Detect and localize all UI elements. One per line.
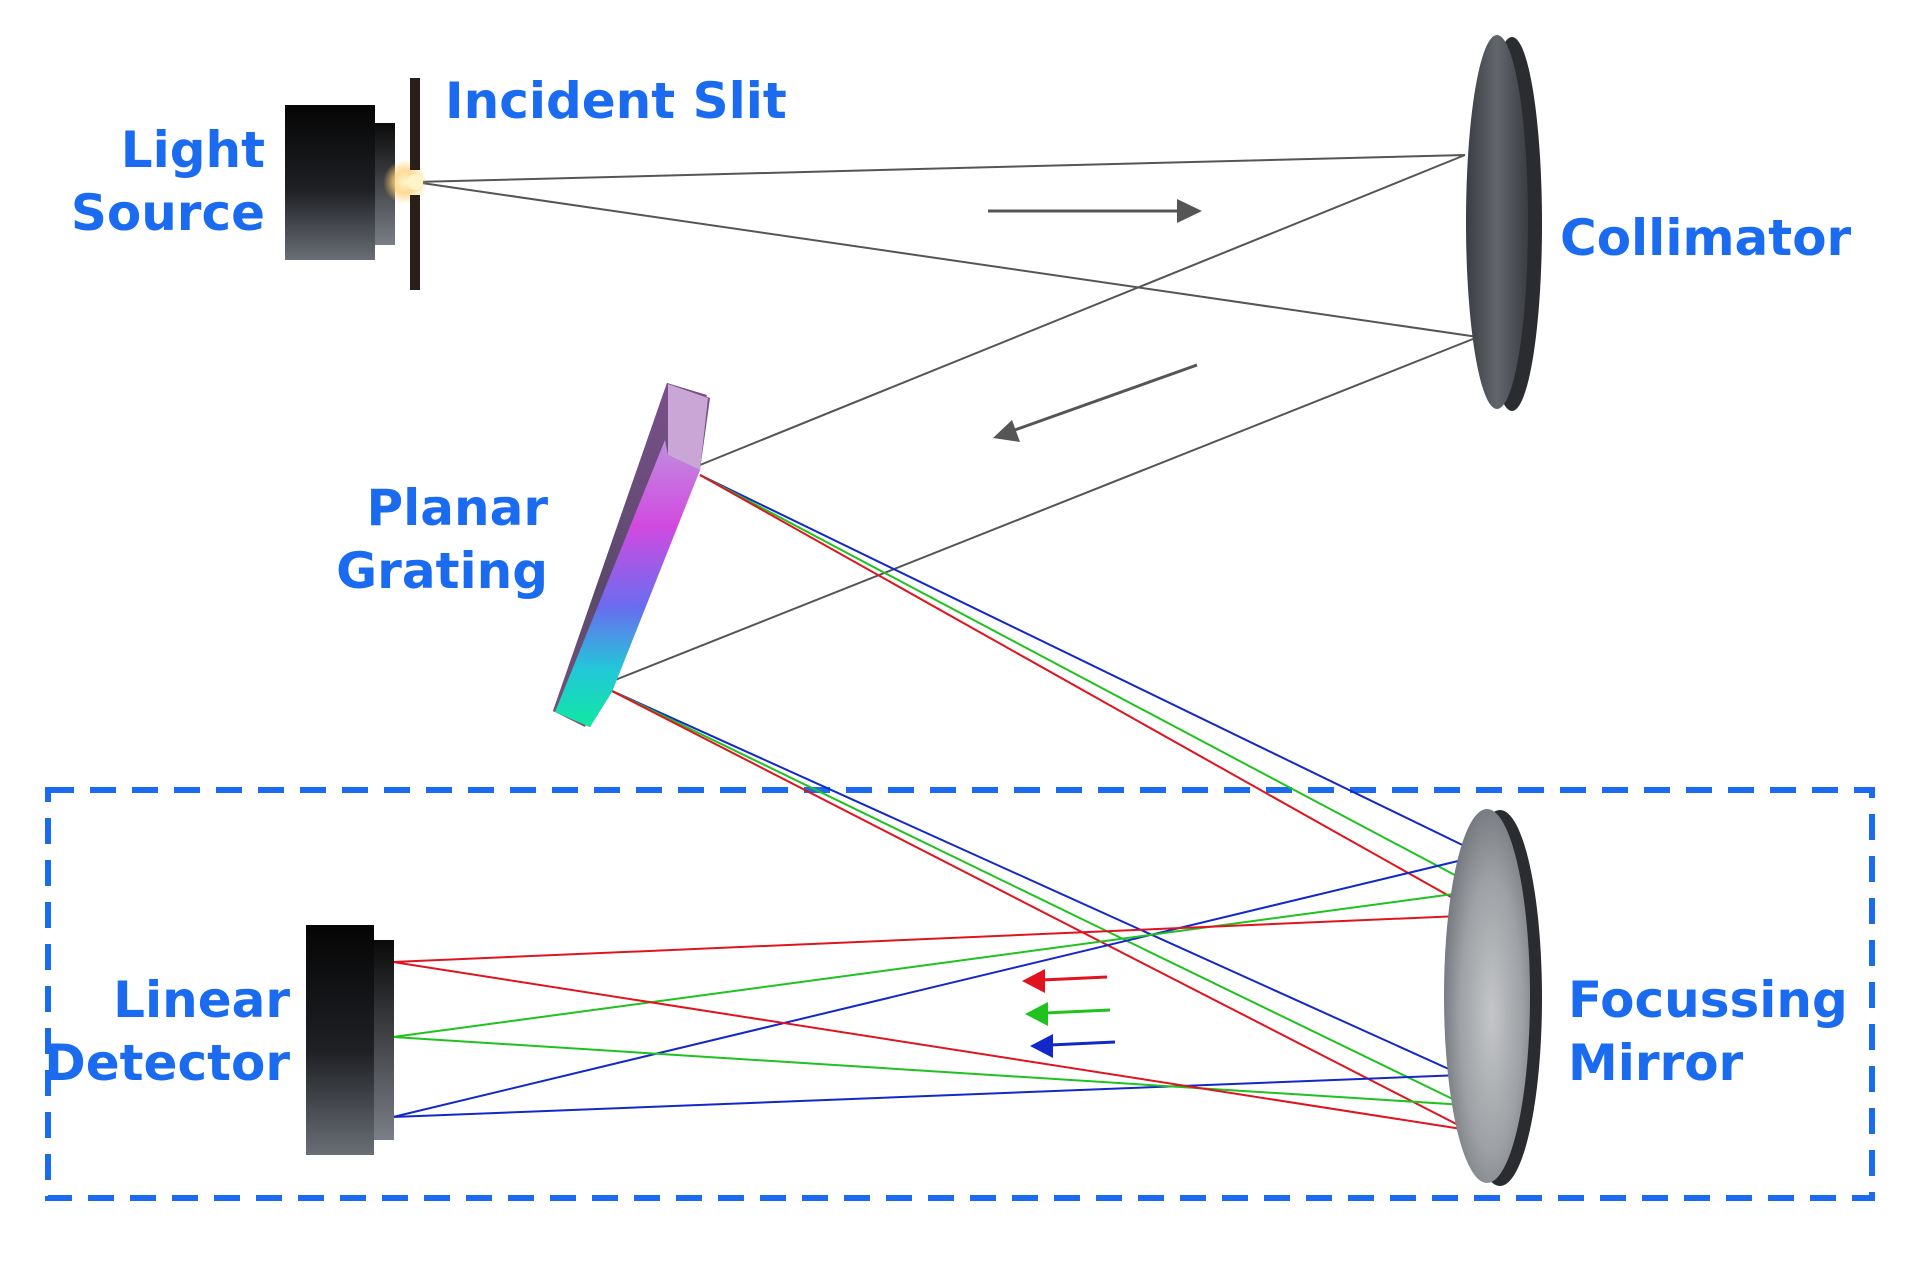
white-light-rays [414, 154, 1479, 681]
label-light-source-2: Source [71, 184, 265, 242]
label-linear-detector-1: Linear [113, 971, 290, 1029]
label-focussing-mirror-2: Mirror [1568, 1034, 1744, 1092]
collimator [1466, 35, 1542, 411]
return-arrow [993, 363, 1198, 442]
dispersed-rays [609, 474, 1484, 1131]
label-light-source-1: Light [121, 121, 265, 179]
green-arrow [1025, 1002, 1111, 1026]
label-collimator: Collimator [1560, 209, 1852, 267]
wavelength-arrows [1022, 969, 1116, 1058]
incident-slit [407, 78, 423, 290]
label-linear-detector-2: Detector [44, 1034, 290, 1092]
label-planar-grating-2: Grating [336, 542, 548, 600]
planar-grating [553, 383, 710, 727]
label-focussing-mirror-1: Focussing [1568, 971, 1848, 1029]
red-arrow [1022, 969, 1108, 993]
focused-rays [392, 854, 1484, 1131]
label-planar-grating-1: Planar [366, 479, 548, 537]
focussing-mirror [1444, 809, 1542, 1186]
forward-arrow [988, 199, 1202, 223]
label-incident-slit: Incident Slit [445, 72, 787, 130]
linear-detector [306, 925, 394, 1155]
light-source [285, 105, 427, 260]
detection-region-box [45, 787, 1875, 1201]
blue-arrow [1030, 1034, 1116, 1058]
